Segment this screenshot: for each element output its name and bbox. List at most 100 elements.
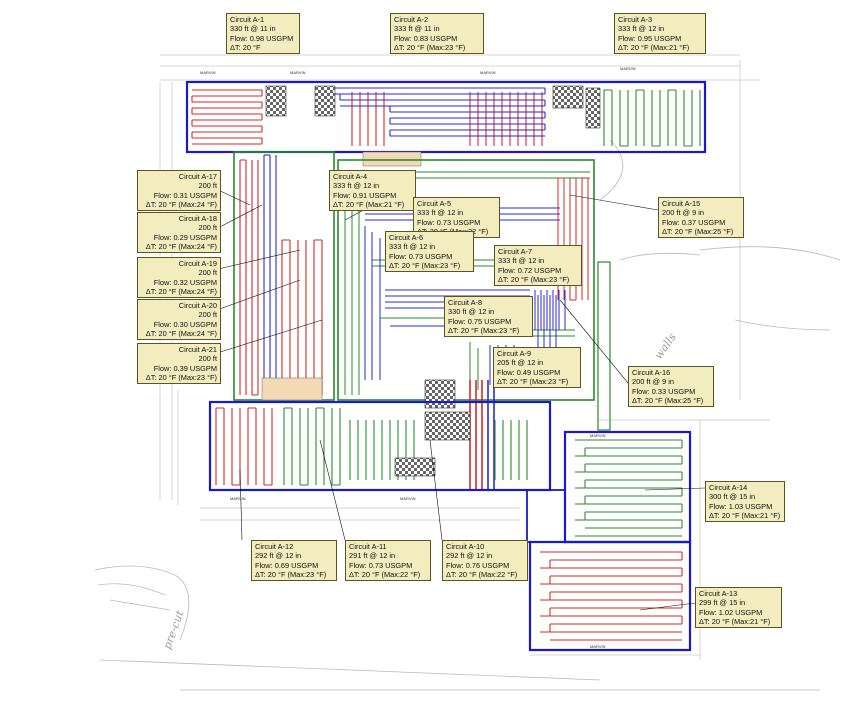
circuit-a6-dt: ΔT: 20 °F (Max:23 °F) bbox=[389, 260, 461, 270]
circuit-a1-callout: Circuit A-1 330 ft @ 11 in Flow: 0.98 US… bbox=[226, 13, 300, 55]
circuit-a13-dt: ΔT: 20 °F (Max:21 °F) bbox=[699, 616, 771, 626]
circuit-a4-callout: Circuit A-4 333 ft @ 12 in Flow: 0.91 US… bbox=[329, 170, 416, 212]
circuit-a8-flow: Flow: 0.75 USGPM bbox=[448, 316, 512, 326]
circuit-a15-length: 200 ft @ 9 in bbox=[662, 208, 705, 218]
circuit-a20-title: Circuit A-20 bbox=[178, 301, 217, 310]
circuit-a18-title: Circuit A-18 bbox=[178, 214, 217, 223]
circuit-a14-callout: Circuit A-14 300 ft @ 15 in Flow: 1.03 U… bbox=[705, 481, 785, 523]
circuit-a11-flow: Flow: 0.73 USGPM bbox=[349, 560, 413, 570]
circuit-a1-flow: Flow: 0.98 USGPM bbox=[230, 33, 294, 43]
circuit-a21-flow: Flow: 0.39 USGPM bbox=[153, 363, 217, 373]
circuit-a3-title: Circuit A-3 bbox=[618, 15, 653, 24]
circuit-a21-callout: Circuit A-21 200 ft Flow: 0.39 USGPM ΔT:… bbox=[137, 343, 221, 385]
circuit-a1-length: 330 ft @ 11 in bbox=[230, 24, 276, 34]
circuit-a4-title: Circuit A-4 bbox=[333, 172, 368, 181]
circuit-a17-title: Circuit A-17 bbox=[178, 172, 217, 181]
circuit-a9-title: Circuit A-9 bbox=[497, 349, 532, 358]
circuit-a5-flow: Flow: 0.73 USGPM bbox=[417, 217, 481, 227]
zone-left-tall bbox=[233, 151, 422, 401]
circuit-a16-length: 200 ft @ 9 in bbox=[632, 377, 675, 387]
svg-text:walls: walls bbox=[652, 331, 679, 362]
circuit-a5-title: Circuit A-5 bbox=[417, 199, 452, 208]
circuit-a19-flow: Flow: 0.32 USGPM bbox=[153, 277, 217, 287]
circuit-a19-callout: Circuit A-19 200 ft Flow: 0.32 USGPM ΔT:… bbox=[137, 257, 221, 299]
zone-right-tall bbox=[537, 261, 611, 431]
circuit-a13-callout: Circuit A-13 299 ft @ 15 in Flow: 1.02 U… bbox=[695, 587, 782, 629]
room-labels: MARVIN MARVIN MARVIN MARVIN MARVIN MARVI… bbox=[200, 66, 636, 649]
circuit-a12-flow: Flow: 0.69 USGPM bbox=[255, 560, 319, 570]
circuit-a16-dt: ΔT: 20 °F (Max:25 °F) bbox=[632, 395, 704, 405]
circuit-a10-dt: ΔT: 20 °F (Max:22 °F) bbox=[446, 569, 518, 579]
circuit-a11-dt: ΔT: 20 °F (Max:22 °F) bbox=[349, 569, 421, 579]
circuit-a19-length: 200 ft bbox=[198, 268, 218, 278]
circuit-a3-dt: ΔT: 20 °F (Max:21 °F) bbox=[618, 42, 690, 52]
circuit-a2-title: Circuit A-2 bbox=[394, 15, 429, 24]
circuit-a20-callout: Circuit A-20 200 ft Flow: 0.30 USGPM ΔT:… bbox=[137, 299, 221, 341]
circuit-a7-length: 333 ft @ 12 in bbox=[498, 256, 545, 266]
circuit-a18-dt: ΔT: 20 °F (Max:24 °F) bbox=[145, 241, 217, 251]
circuit-a13-length: 299 ft @ 15 in bbox=[699, 598, 746, 608]
circuit-a1-dt: ΔT: 20 °F bbox=[230, 42, 261, 52]
circuit-a15-title: Circuit A-15 bbox=[662, 199, 701, 208]
circuit-a20-flow: Flow: 0.30 USGPM bbox=[153, 319, 217, 329]
circuit-a16-flow: Flow: 0.33 USGPM bbox=[632, 386, 696, 396]
circuit-a18-callout: Circuit A-18 200 ft Flow: 0.29 USGPM ΔT:… bbox=[137, 212, 221, 254]
circuit-a10-title: Circuit A-10 bbox=[446, 542, 485, 551]
circuit-a6-length: 333 ft @ 12 in bbox=[389, 242, 436, 252]
circuit-a12-length: 292 ft @ 12 in bbox=[255, 551, 302, 561]
circuit-a19-title: Circuit A-19 bbox=[178, 259, 217, 268]
circuit-a3-flow: Flow: 0.95 USGPM bbox=[618, 33, 682, 43]
circuit-a2-length: 333 ft @ 11 in bbox=[394, 24, 440, 34]
circuit-a2-dt: ΔT: 20 °F (Max:23 °F) bbox=[394, 42, 466, 52]
circuit-a9-flow: Flow: 0.49 USGPM bbox=[497, 367, 561, 377]
circuit-a1-title: Circuit A-1 bbox=[230, 15, 265, 24]
circuit-a9-dt: ΔT: 20 °F (Max:23 °F) bbox=[497, 376, 569, 386]
pencil-sketch bbox=[94, 139, 841, 691]
circuit-a15-dt: ΔT: 20 °F (Max:25 °F) bbox=[662, 226, 734, 236]
circuit-a21-length: 200 ft bbox=[198, 354, 218, 364]
circuit-a11-callout: Circuit A-11 291 ft @ 12 in Flow: 0.73 U… bbox=[345, 540, 431, 582]
circuit-a8-dt: ΔT: 20 °F (Max:23 °F) bbox=[448, 325, 520, 335]
zone-bottom-left bbox=[208, 400, 552, 492]
circuit-a14-dt: ΔT: 20 °F (Max:21 °F) bbox=[709, 510, 781, 520]
circuit-a11-length: 291 ft @ 12 in bbox=[349, 551, 396, 561]
svg-text:MARVIN: MARVIN bbox=[230, 496, 246, 501]
circuit-a16-title: Circuit A-16 bbox=[632, 368, 671, 377]
circuit-a5-length: 333 ft @ 12 in bbox=[417, 208, 464, 218]
circuit-a8-callout: Circuit A-8 330 ft @ 12 in Flow: 0.75 US… bbox=[444, 296, 533, 338]
circuit-a8-length: 330 ft @ 12 in bbox=[448, 307, 495, 317]
circuit-a18-length: 200 ft bbox=[198, 223, 218, 233]
circuit-a15-flow: Flow: 0.37 USGPM bbox=[662, 217, 726, 227]
svg-text:MARVIN: MARVIN bbox=[200, 70, 216, 75]
circuit-a14-title: Circuit A-14 bbox=[709, 483, 748, 492]
circuit-a18-flow: Flow: 0.29 USGPM bbox=[153, 232, 217, 242]
circuit-a7-title: Circuit A-7 bbox=[498, 247, 533, 256]
circuit-a19-dt: ΔT: 20 °F (Max:24 °F) bbox=[145, 286, 217, 296]
circuit-a7-dt: ΔT: 20 °F (Max:23 °F) bbox=[498, 274, 570, 284]
svg-text:pre-cut: pre-cut bbox=[161, 608, 187, 651]
circuit-a13-title: Circuit A-13 bbox=[699, 589, 738, 598]
circuit-a2-callout: Circuit A-2 333 ft @ 11 in Flow: 0.83 US… bbox=[390, 13, 484, 55]
svg-text:MARVIN: MARVIN bbox=[590, 644, 606, 649]
zone-top bbox=[185, 80, 707, 154]
circuit-a12-title: Circuit A-12 bbox=[255, 542, 294, 551]
circuit-a4-flow: Flow: 0.91 USGPM bbox=[333, 190, 397, 200]
svg-text:MARVIN: MARVIN bbox=[620, 66, 636, 71]
circuit-a14-flow: Flow: 1.03 USGPM bbox=[709, 501, 773, 511]
circuit-a20-length: 200 ft bbox=[198, 310, 218, 320]
circuit-a5-callout: Circuit A-5 333 ft @ 12 in Flow: 0.73 US… bbox=[413, 197, 500, 239]
circuit-a15-callout: Circuit A-15 200 ft @ 9 in Flow: 0.37 US… bbox=[658, 197, 744, 239]
circuit-a9-length: 205 ft @ 12 in bbox=[497, 358, 544, 368]
circuit-a10-callout: Circuit A-10 292 ft @ 12 in Flow: 0.76 U… bbox=[442, 540, 528, 582]
circuit-a6-title: Circuit A-6 bbox=[389, 233, 424, 242]
circuit-a10-length: 292 ft @ 12 in bbox=[446, 551, 493, 561]
circuit-a9-callout: Circuit A-9 205 ft @ 12 in Flow: 0.49 US… bbox=[493, 347, 581, 389]
zone-right bbox=[526, 430, 692, 652]
svg-text:MARVIN: MARVIN bbox=[480, 70, 496, 75]
circuit-a4-length: 333 ft @ 12 in bbox=[333, 181, 380, 191]
circuit-a6-flow: Flow: 0.73 USGPM bbox=[389, 251, 453, 261]
dimension-lines bbox=[159, 54, 770, 660]
circuit-a8-title: Circuit A-8 bbox=[448, 298, 483, 307]
circuit-a7-flow: Flow: 0.72 USGPM bbox=[498, 265, 562, 275]
